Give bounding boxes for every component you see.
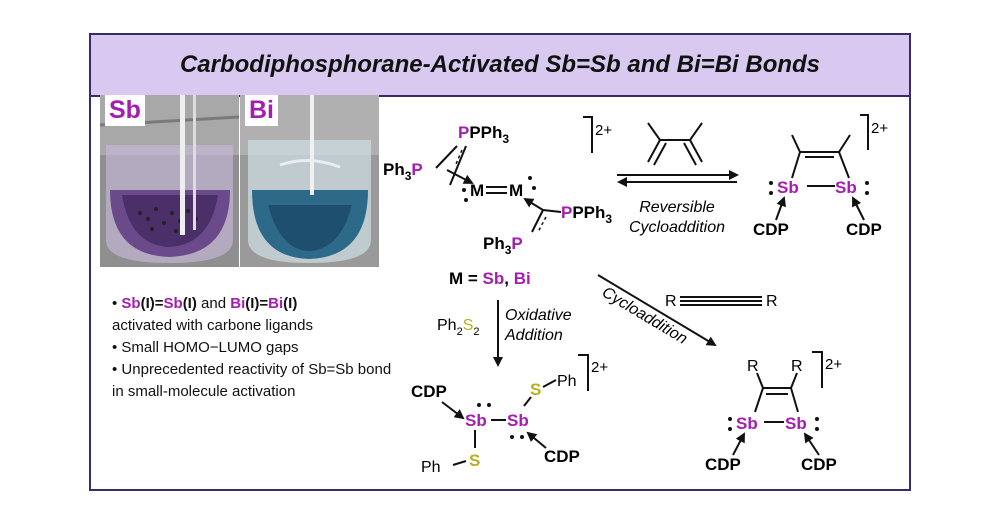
sb-right-alk: Sb (785, 414, 807, 433)
metal-left: M (470, 181, 484, 200)
sb-right-top: Sb (835, 178, 857, 197)
svg-text:R: R (665, 293, 677, 310)
diene-reagent (647, 122, 703, 166)
sulfur-lower: S (469, 451, 480, 470)
reversible-label-1: Reversible (639, 199, 715, 216)
alkyne-cycloadduct: R R Sb Sb CDP CDP 2+ (705, 351, 842, 474)
pph3-right: PPPh3 (561, 203, 612, 226)
metal-right: M (509, 181, 523, 200)
diene-cycloadduct: Sb Sb CDP CDP 2+ (753, 114, 888, 239)
oxidative-label-2: Addition (504, 327, 563, 344)
ph3p-left: Ph3P (383, 160, 423, 183)
svg-text:R: R (766, 293, 778, 310)
sb-left-alk: Sb (736, 414, 758, 433)
cdp-lower-right: CDP (544, 447, 580, 466)
dimer-complex: PPPh3 Ph3P M M PPPh3 Ph3P 2+ M = Sb, Bi (383, 116, 612, 288)
bullet-list: • Sb(I)=Sb(I) and Bi(I)=Bi(I)activated w… (112, 293, 392, 403)
phenyl-upper: Ph (557, 373, 577, 390)
sb-photo-label: Sb (105, 95, 145, 126)
ph2s2-reagent: Ph2S2 (437, 317, 480, 338)
cdp-left-alk: CDP (705, 455, 741, 474)
charge-ox: 2+ (591, 359, 608, 376)
cycloaddition-arrow (597, 274, 717, 347)
phenyl-lower: Ph (421, 459, 441, 476)
bullet-2: • Small HOMO−LUMO gaps (112, 339, 299, 356)
title-banner: Carbodiphosphorane-Activated Sb=Sb and B… (91, 35, 909, 97)
charge-alk: 2+ (825, 356, 842, 373)
sb-left-ox: Sb (465, 411, 487, 430)
svg-text:R: R (791, 358, 803, 375)
charge-start: 2+ (595, 122, 612, 139)
oxidative-label-1: Oxidative (505, 307, 572, 324)
bullet-3: • Unprecedented reactivity of Sb=Sb bond… (112, 361, 392, 400)
svg-text:R: R (747, 358, 759, 375)
charge-diene: 2+ (871, 120, 888, 137)
metal-definition: M = Sb, Bi (449, 269, 531, 288)
bi-vial-photo: Bi (240, 95, 379, 267)
cdp-right-top: CDP (846, 220, 882, 239)
bi-photo-label: Bi (245, 95, 278, 126)
disulfide-adduct: CDP Sb Sb S Ph S Ph CDP 2+ (411, 354, 608, 476)
sb-vial-photo: Sb (100, 95, 239, 267)
sulfur-upper: S (530, 380, 541, 399)
cdp-left-top: CDP (753, 220, 789, 239)
sb-right-ox: Sb (507, 411, 529, 430)
sb-left-top: Sb (777, 178, 799, 197)
alkyne-reagent: R R (665, 293, 778, 310)
page-title: Carbodiphosphorane-Activated Sb=Sb and B… (179, 51, 821, 78)
cdp-right-alk: CDP (801, 455, 837, 474)
reversible-label-2: Cycloaddition (629, 219, 725, 236)
cdp-upper-left: CDP (411, 382, 447, 401)
ph3p-bottom: Ph3P (483, 234, 523, 257)
bullet-1: • Sb(I)=Sb(I) and Bi(I)=Bi(I)activated w… (112, 295, 313, 334)
pph3-top: PPPh3 (458, 123, 509, 146)
